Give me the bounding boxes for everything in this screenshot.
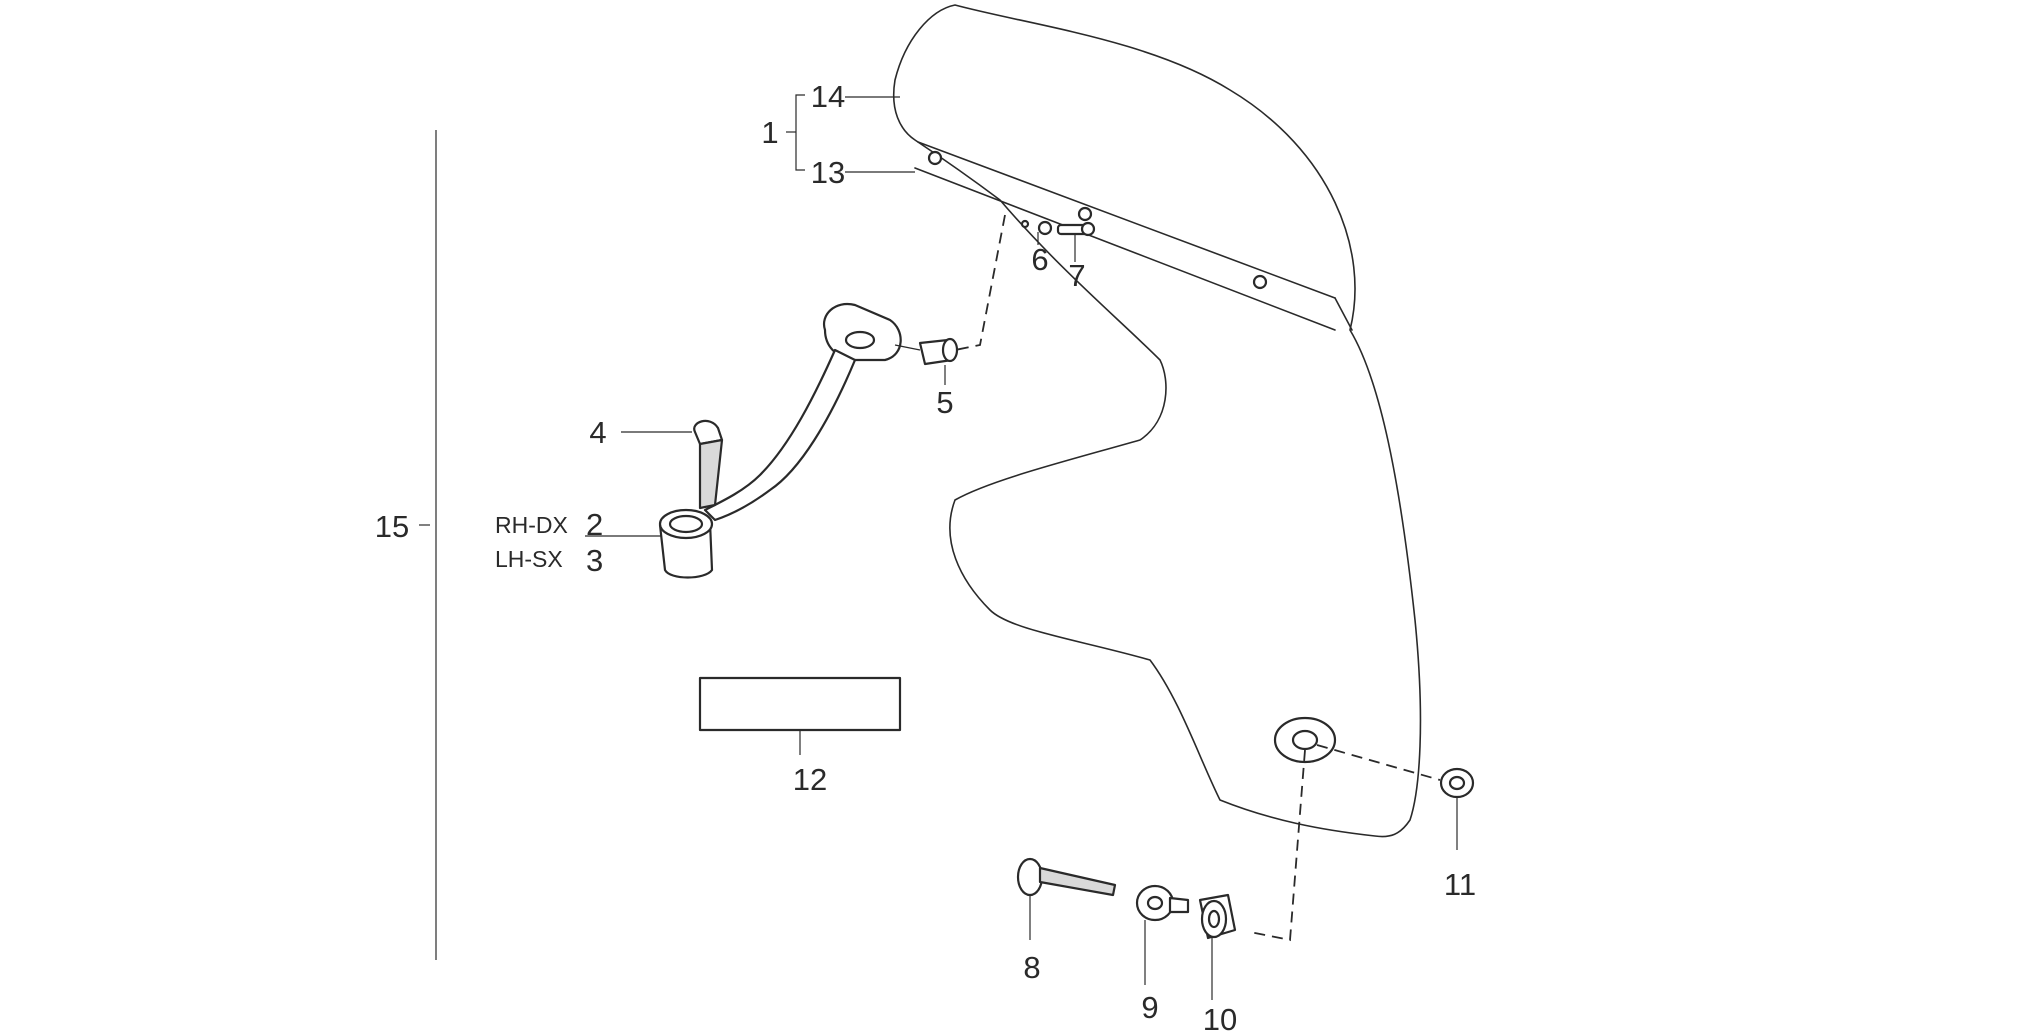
callout-1: 1 xyxy=(761,115,778,150)
callout-4: 4 xyxy=(589,415,606,450)
callout-14: 14 xyxy=(811,79,845,114)
washer-11 xyxy=(1439,767,1475,799)
callout-7: 7 xyxy=(1068,258,1085,293)
cover-panel xyxy=(892,4,1422,838)
callout-5: 5 xyxy=(936,385,953,420)
callout-12: 12 xyxy=(793,762,827,797)
bush-10 xyxy=(1198,893,1237,940)
bolt-4 xyxy=(693,419,724,510)
side-label-left: LH-SX xyxy=(495,546,563,572)
spacer-9 xyxy=(1135,884,1190,922)
callout-15: 15 xyxy=(375,509,409,544)
callout-10: 10 xyxy=(1203,1002,1237,1033)
label-plate-12 xyxy=(698,676,902,732)
callout-13: 13 xyxy=(811,155,845,190)
side-label-right: RH-DX xyxy=(495,512,568,538)
bracket-1 xyxy=(786,94,805,171)
callout-3: 3 xyxy=(586,543,603,578)
callout-2: 2 xyxy=(586,507,603,542)
screw-7 xyxy=(1056,221,1096,237)
assembly-dashline-10 xyxy=(1249,749,1306,942)
callout-8: 8 xyxy=(1023,950,1040,985)
callout-6: 6 xyxy=(1031,242,1048,277)
cover-fasteners xyxy=(927,150,1268,290)
bushing-5 xyxy=(918,337,959,366)
assembly-dashline-11 xyxy=(1316,744,1441,781)
kickstart-lever xyxy=(658,302,902,579)
fastener-6 xyxy=(1020,219,1053,236)
callout-9: 9 xyxy=(1141,990,1158,1025)
assembly-dashline-5 xyxy=(954,214,1006,351)
bolt-8 xyxy=(1016,857,1117,897)
pivot-boss xyxy=(1273,716,1337,764)
callout-11: 11 xyxy=(1444,867,1476,902)
